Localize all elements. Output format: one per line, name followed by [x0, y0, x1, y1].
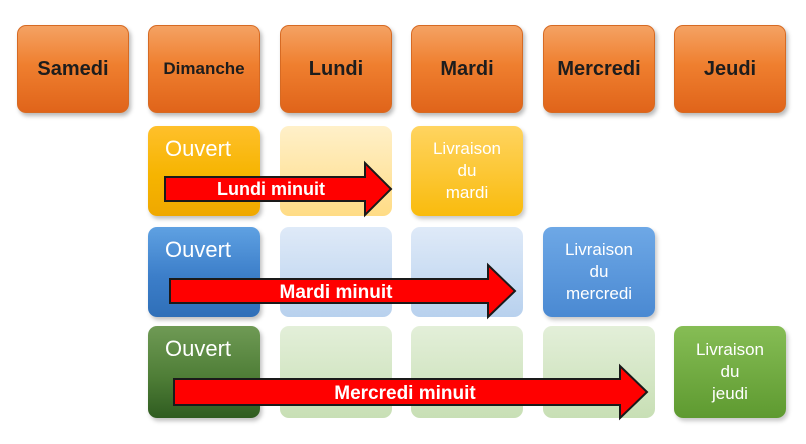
- row3-delivery-line1: Livraison: [695, 340, 765, 359]
- arrow-row1: Lundi minuit: [164, 160, 393, 218]
- row2-delivery-line1: Livraison: [564, 240, 634, 259]
- row2-delivery-line3: mercredi: [565, 284, 633, 303]
- day-dimanche: Dimanche: [148, 25, 260, 113]
- row3-delivery-box: Livraison du jeudi: [674, 326, 786, 418]
- row1-open-label: Ouvert: [165, 136, 232, 161]
- arrow-row3: Mercredi minuit: [173, 363, 649, 421]
- row3-open-label: Ouvert: [165, 336, 232, 361]
- day-mardi: Mardi: [411, 25, 523, 113]
- arrow-row2-label: Mardi minuit: [280, 282, 394, 303]
- day-mercredi: Mercredi: [543, 25, 655, 113]
- row1-delivery-line1: Livraison: [432, 139, 502, 158]
- arrow-row3-label: Mercredi minuit: [334, 383, 476, 404]
- row1-delivery-line2: du: [457, 161, 477, 180]
- day-samedi: Samedi: [17, 25, 129, 113]
- row1-delivery-line3: mardi: [445, 183, 489, 202]
- row2-delivery-box: Livraison du mercredi: [543, 227, 655, 317]
- row1-delivery-box: Livraison du mardi: [411, 126, 523, 216]
- day-lundi: Lundi: [280, 25, 392, 113]
- arrow-row1-label: Lundi minuit: [217, 179, 325, 199]
- row2-delivery-line2: du: [589, 262, 609, 281]
- arrow-row2: Mardi minuit: [169, 262, 517, 320]
- day-jeudi: Jeudi: [674, 25, 786, 113]
- row3-delivery-line2: du: [720, 362, 740, 381]
- row2-open-label: Ouvert: [165, 237, 232, 262]
- row3-delivery-line3: jeudi: [712, 384, 748, 403]
